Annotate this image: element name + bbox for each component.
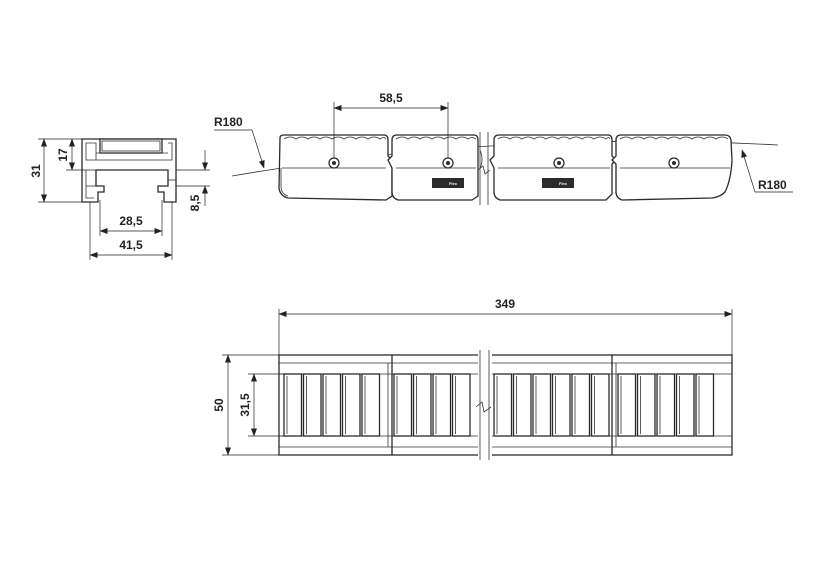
roller-12 [532, 373, 552, 437]
roller-14 [571, 373, 591, 437]
segment-2: Flex [387, 134, 479, 201]
dim-radius-right: R180 [758, 178, 787, 192]
dim-width-41-5: 41,5 [119, 238, 143, 252]
roller-20 [695, 373, 715, 437]
dim-length-349: 349 [495, 297, 515, 311]
dim-width-50: 50 [212, 398, 226, 412]
roller-8 [432, 373, 452, 437]
roller-11 [512, 373, 532, 437]
roller-13 [551, 373, 571, 437]
roller-19 [675, 373, 695, 437]
top-view: 349 50 31,5 [212, 297, 733, 460]
roller-1 [283, 373, 303, 437]
roller-16 [617, 373, 637, 437]
dim-inner-31-5: 31,5 [238, 393, 252, 417]
roller-7 [412, 373, 432, 437]
flex-logo-1-icon [432, 178, 464, 188]
break-symbol [477, 132, 491, 205]
bolt-3-icon [553, 157, 565, 169]
svg-text:Flex: Flex [449, 181, 458, 186]
dim-offset-8-5: 8,5 [188, 194, 202, 211]
segment-3: Flex [489, 134, 617, 201]
dim-pitch-58-5: 58,5 [379, 91, 403, 105]
roller-9 [451, 373, 471, 437]
roller-18 [656, 373, 676, 437]
roller-4 [341, 373, 361, 437]
dim-radius-left: R180 [214, 115, 243, 129]
svg-text:Flex: Flex [559, 181, 568, 186]
dim-width-28-5: 28,5 [119, 214, 143, 228]
roller-17 [636, 373, 656, 437]
dim-height-17: 17 [56, 148, 70, 162]
roller-3 [322, 373, 342, 437]
flex-logo-2-icon [542, 178, 574, 188]
roller-15 [590, 373, 610, 437]
roller-6 [393, 373, 413, 437]
rollers [283, 373, 715, 437]
roller-2 [302, 373, 322, 437]
end-view: 31 17 28,5 41,5 8,5 [29, 138, 210, 260]
segment-4 [611, 134, 733, 201]
segment-1 [278, 134, 393, 201]
dim-height-31: 31 [29, 164, 43, 178]
bolt-4-icon [668, 157, 680, 169]
roller-5 [361, 373, 381, 437]
side-view: Flex Flex 5 [214, 91, 793, 205]
roller-10 [493, 373, 513, 437]
